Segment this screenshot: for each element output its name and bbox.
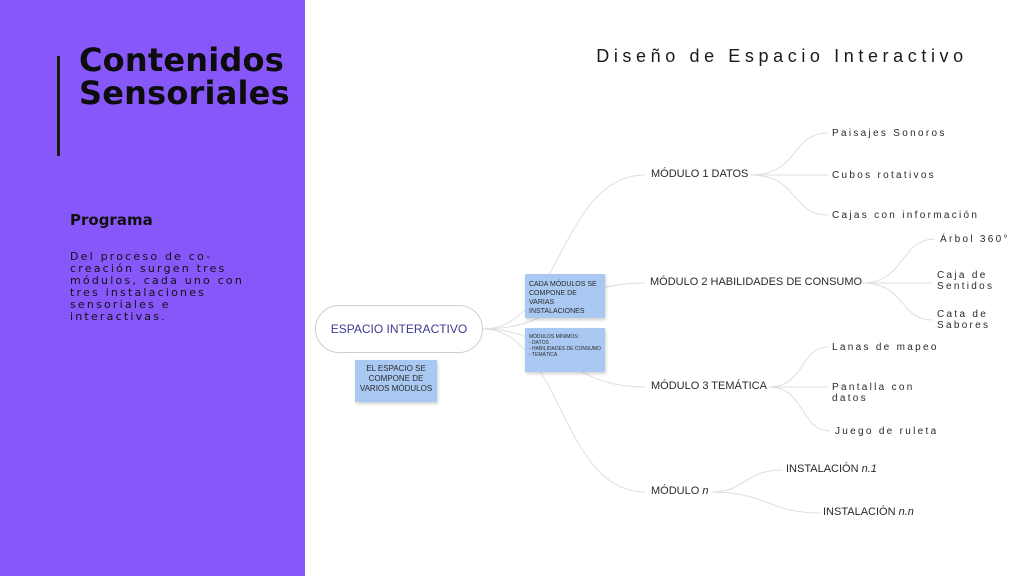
connector-root-module-1	[482, 174, 646, 330]
module-2-node: MÓDULO 2 HABILIDADES DE CONSUMO	[650, 276, 863, 288]
root-sticky-note: EL ESPACIO SE COMPONE DE VARIOS MÓDULOS	[355, 360, 437, 402]
leaf-cata-sabores: Cata de Sabores	[937, 309, 991, 331]
connector-mn-leaf-1	[711, 469, 783, 493]
page-title-line-1: Contenidos	[79, 41, 284, 79]
diagram-title: Diseño de Espacio Interactivo	[596, 46, 968, 66]
page-title: Contenidos Sensoriales	[79, 44, 290, 110]
leaf-pantalla-datos: Pantalla con datos	[832, 382, 915, 404]
leaf-cubos-rotativos: Cubos rotativos	[832, 170, 936, 181]
leaf-instalacion-nn-variable: n.n	[898, 506, 914, 518]
leaf-cajas-informacion: Cajas con información	[832, 210, 980, 221]
leaf-instalacion-nn-prefix: INSTALACIÓN	[823, 506, 899, 518]
section-description: Del proceso de co-creación surgen tres m…	[70, 250, 245, 323]
module-n-prefix: MÓDULO	[651, 485, 703, 497]
leaf-instalacion-n1-prefix: INSTALACIÓN	[786, 463, 862, 475]
left-panel: Contenidos Sensoriales Programa Del proc…	[0, 0, 305, 576]
note-item: - HABILIDADES DE CONSUMO	[529, 346, 601, 352]
leaf-juego-ruleta: Juego de ruleta	[835, 426, 939, 437]
connector-mn-leaf-2	[711, 491, 821, 514]
module-3-node: MÓDULO 3 TEMÁTICA	[651, 380, 767, 392]
leaf-instalacion-nn: INSTALACIÓN n.n	[823, 506, 914, 518]
title-accent-bar	[57, 56, 60, 156]
root-node-label: ESPACIO INTERACTIVO	[330, 322, 468, 336]
leaf-paisajes-sonoros: Paisajes Sonoros	[832, 128, 947, 139]
connector-m3-leaf-3	[768, 386, 831, 432]
connector-m2-leaf-3	[861, 282, 933, 321]
minimum-modules-sticky-note: MÓDULOS MÍNIMOS: - DATOS - HABILIDADES D…	[525, 328, 605, 372]
connector-m1-leaf-1	[749, 132, 829, 176]
section-label: Programa	[70, 211, 153, 229]
leaf-instalacion-n1: INSTALACIÓN n.1	[786, 463, 877, 475]
note-heading: MÓDULOS MÍNIMOS:	[529, 334, 580, 340]
note-item: - DATOS	[529, 340, 549, 346]
leaf-lanas-mapeo: Lanas de mapeo	[832, 342, 939, 353]
page-title-line-2: Sensoriales	[79, 74, 290, 112]
note-item: - TEMÁTICA	[529, 352, 558, 358]
root-node: ESPACIO INTERACTIVO	[315, 305, 483, 353]
leaf-caja-sentidos: Caja de Sentidos	[937, 270, 995, 292]
connector-m2-leaf-1	[861, 238, 936, 284]
connector-m3-leaf-1	[768, 346, 829, 388]
connector-m1-leaf-3	[749, 174, 829, 216]
module-n-variable: n	[702, 485, 709, 497]
module-1-node: MÓDULO 1 DATOS	[651, 168, 749, 180]
leaf-arbol-360: Árbol 360°	[940, 234, 1010, 245]
module-n-node: MÓDULO n	[651, 485, 708, 497]
modules-sticky-note: CADA MÓDULOS SE COMPONE DE VARIAS INSTAL…	[525, 274, 605, 318]
connector-root-module-n	[482, 328, 646, 493]
leaf-instalacion-n1-variable: n.1	[861, 463, 877, 475]
